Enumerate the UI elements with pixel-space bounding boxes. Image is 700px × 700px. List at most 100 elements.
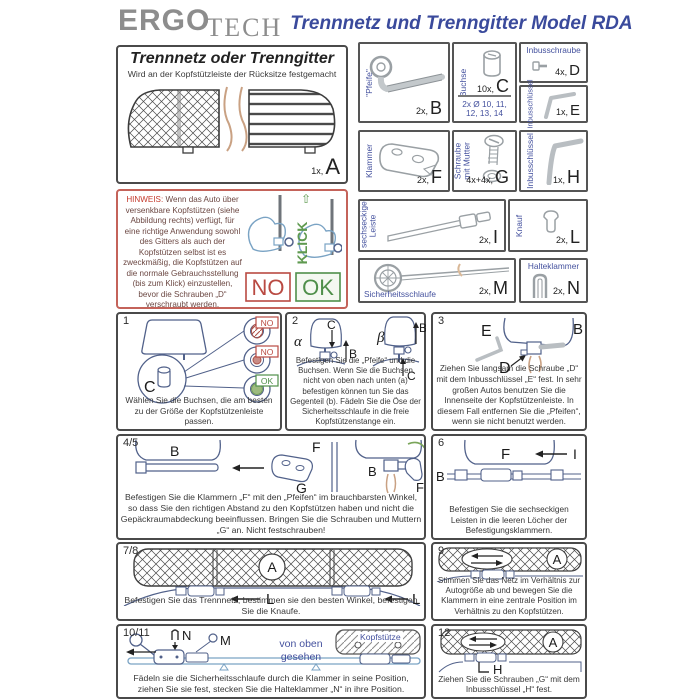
inbusschraube-drawing <box>532 61 547 71</box>
step-number: 2 <box>292 315 299 327</box>
step-number: 4/5 <box>123 437 139 449</box>
step2-drawing: α C B β B C <box>294 316 427 383</box>
step-text: Befestigen Sie das Trennnetz, bestimmen … <box>124 594 418 616</box>
step-number: 7/8 <box>123 545 139 557</box>
page-title: Trennnetz und Trenngitter Model RDA <box>290 13 633 34</box>
knauf-drawing <box>543 210 559 233</box>
step-panel-1: 1 C NO NO <box>116 312 282 431</box>
label-e: E <box>481 323 492 340</box>
label-l1: L <box>266 591 274 606</box>
schraube-mutter-drawing <box>482 134 504 183</box>
step-number: 12 <box>438 627 451 639</box>
label-alpha: α <box>294 334 303 350</box>
kopfstuetze-label: Kopfstütze <box>358 632 403 642</box>
label-b: B <box>573 321 583 338</box>
grid-half <box>248 89 336 148</box>
step78-figure: A L L <box>120 546 422 611</box>
label-c2: C <box>407 369 416 383</box>
halteklammer-drawing <box>532 273 548 298</box>
label-no: NO <box>261 347 274 357</box>
part-cell-knauf: Knauf 2x,L <box>508 199 588 252</box>
label-i: I <box>573 446 577 462</box>
part-cell-inbusschraube: Inbusschraube 4x,D <box>519 42 588 83</box>
part-cell-pfeife: "Pfeife" 2x,B <box>358 42 450 123</box>
ok-label: OK <box>302 275 334 300</box>
label-a: A <box>267 559 277 575</box>
step-text: Befestigen Sie die Klammern „F“ mit den … <box>120 491 422 535</box>
step-text: Stimmen Sie das Netz im Verhältnis zur A… <box>437 575 581 616</box>
step3-figure: B E D <box>435 316 583 379</box>
step1011-drawing: N M <box>126 628 421 671</box>
parts-list: "Pfeife" 2x,B Buchse 10x,C 2x Ø 10, 11, … <box>358 42 588 303</box>
label-n: N <box>182 628 191 643</box>
part-letter-a: A <box>325 154 340 179</box>
part-letter-c: C <box>496 76 509 96</box>
allen-key-drawing <box>546 138 584 185</box>
label-b1: B <box>349 347 357 361</box>
label-l2: L <box>412 591 420 606</box>
hinweis-body: Wenn das Auto über versenkbare Kopfstütz… <box>123 195 242 310</box>
part-name: Buchse <box>458 68 468 97</box>
intro-title: Trennnetz oder Trenngitter <box>130 50 334 67</box>
label-ok: OK <box>261 376 274 386</box>
leiste-drawing <box>387 211 491 242</box>
klick-label: KLICK <box>294 222 310 265</box>
break-wave <box>238 86 248 152</box>
step-number: 6 <box>438 437 445 449</box>
step9-drawing: A <box>436 547 583 583</box>
part-name: Klammer <box>364 143 374 179</box>
part-name: Inbusschraube <box>526 45 581 55</box>
part-letter-l: L <box>569 227 580 247</box>
step6-drawing: F B I <box>436 439 581 484</box>
step-panel-4-5: 4/5 B F G B F <box>116 434 429 540</box>
hinweis-figure: ⇧ KLICK NO OK <box>244 191 346 307</box>
step1-drawing: C NO NO OK <box>137 316 279 404</box>
part-letter-g: G <box>494 167 509 187</box>
step-panel-2: 2 α C B β B <box>285 312 427 431</box>
step6-figure: F B I <box>435 438 583 495</box>
buchse-note: 2x Ø 10, 11, 12, 13, 14 <box>458 94 511 119</box>
buchse-drawing <box>483 50 501 77</box>
step-text: Befestigen Sie die „Pfeife“ und die Buch… <box>290 356 421 426</box>
step-panel-6: 6 F B I Befestigen Sie die sechseckigen … <box>431 434 587 540</box>
label-g: G <box>296 480 307 494</box>
step-text: Ziehen Sie langsam die Schraube „D“ mit … <box>436 363 582 427</box>
part-cell-buchse: Buchse 10x,C 2x Ø 10, 11, 12, 13, 14 <box>452 42 517 123</box>
step-text: Befestigen Sie die sechseckigen Leisten … <box>449 504 569 536</box>
break-wave <box>223 86 233 152</box>
intro-qty: 1x,A <box>311 154 340 179</box>
label-a: A <box>553 552 562 567</box>
schlaufe-drawing <box>373 263 510 293</box>
part-cell-leiste: sechseckige Leiste 2x,I <box>358 199 506 252</box>
part-name: Inbusschlüssel <box>525 133 535 189</box>
part-letter-h: H <box>567 167 580 187</box>
step-panel-12: 12 A H Ziehen Sie die Schrauben „G“ mit … <box>431 624 587 699</box>
part-letter-m: M <box>493 278 508 298</box>
part-letter-b: B <box>429 98 442 118</box>
part-letter-f: F <box>431 167 442 187</box>
part-letter-i: I <box>492 227 498 247</box>
step-panel-9: 9 A Stimmen Sie das Netz im Verhältnis z… <box>431 542 587 621</box>
headrest-click-illustration: ⇧ KLICK NO OK <box>245 192 343 302</box>
part-cell-inbusschluessel-h: Inbusschlüssel 1x,H <box>519 130 588 192</box>
step45-drawing: B F G B F <box>135 439 429 496</box>
part-name: Knauf <box>514 214 524 237</box>
brand-logo-ergo: ERGO <box>118 4 211 37</box>
intro-panel: Trennnetz oder Trenngitter Wird an der K… <box>116 45 348 184</box>
step45-figure: B F G B F <box>120 438 429 499</box>
klammer-drawing <box>379 143 440 178</box>
step-text: Ziehen Sie die Schrauben „G“ mit dem Inb… <box>438 673 580 695</box>
klick-arrow: ⇧ <box>301 192 311 206</box>
hinweis-label: HINWEIS: <box>126 195 164 204</box>
part-cell-schraube-mutter: Schraube mit Mutter 4x+4x,G <box>452 130 517 192</box>
label-b2: B <box>419 321 426 335</box>
step9-figure: A <box>435 546 583 587</box>
part-cell-klammer: Klammer 2x,F <box>358 130 450 192</box>
label-f2: F <box>416 480 424 494</box>
label-b2: B <box>368 464 377 479</box>
step78-drawing: A L L <box>123 548 420 608</box>
part-letter-e: E <box>569 102 580 119</box>
step1011-figure: N M von oben gesehen Kopfstütze <box>120 628 422 677</box>
step-panel-3: 3 B E D Ziehen Sie langsam die Schraube … <box>431 312 587 431</box>
